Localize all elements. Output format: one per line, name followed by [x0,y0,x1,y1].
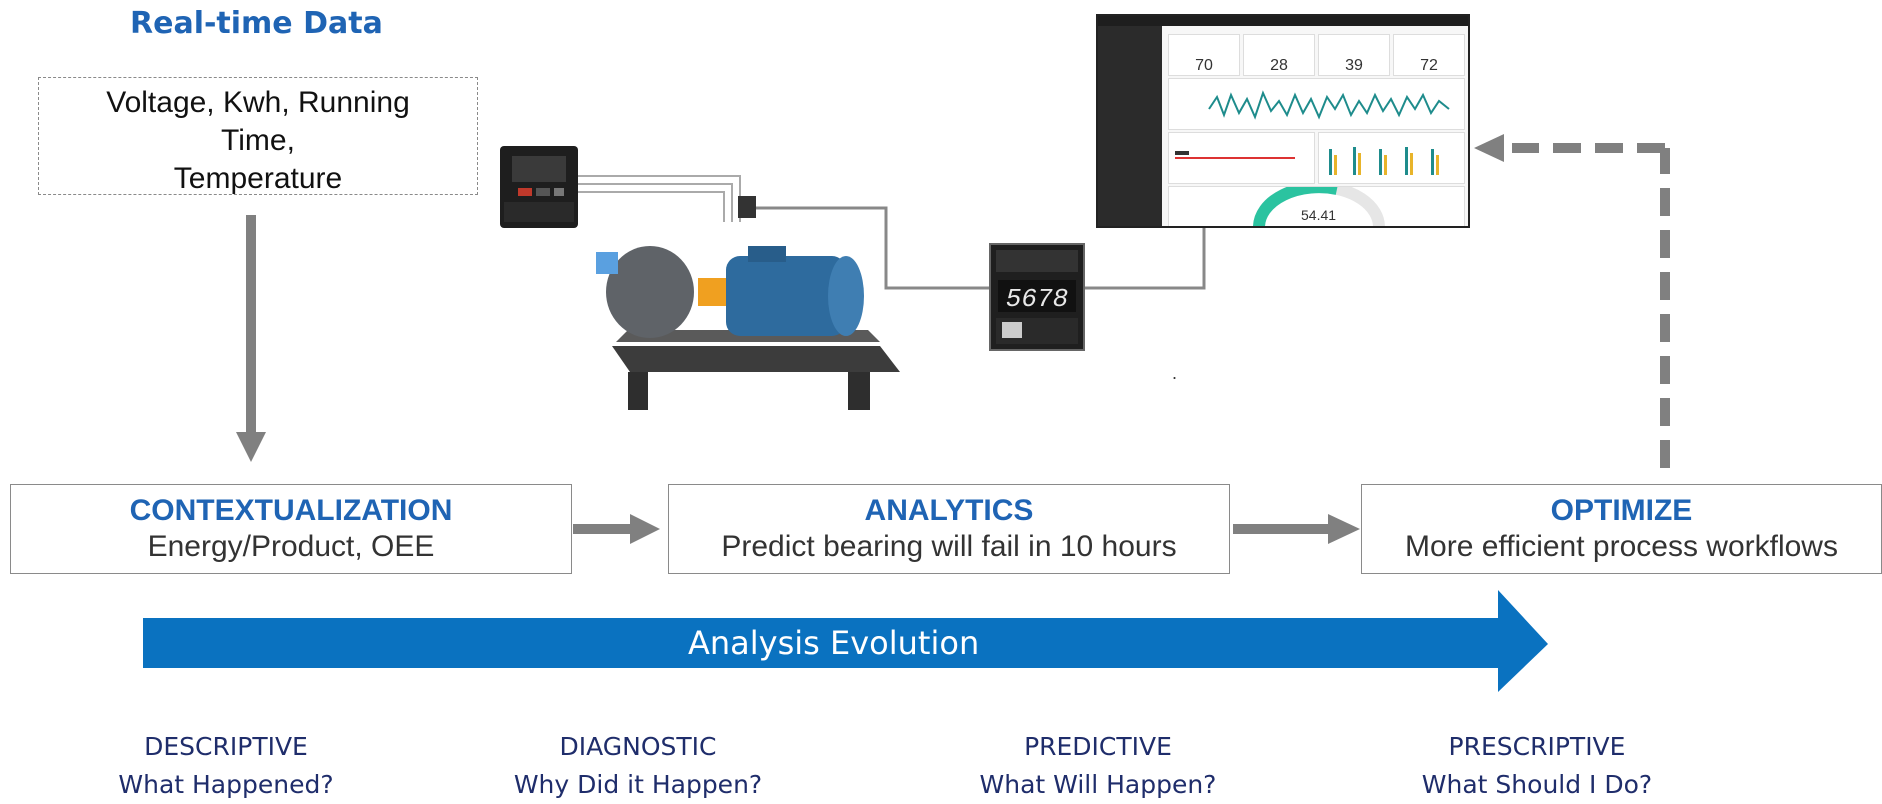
bar-tile [1168,132,1315,184]
hbar-visual [1175,151,1295,159]
realtime-line: Time, [221,124,295,157]
line-chart-visual [1208,90,1450,120]
stray-dot: . [1172,363,1178,383]
optimize-box: OPTIMIZE More efficient process workflow… [1361,484,1882,574]
realtime-data-box: Voltage, Kwh, Running Time, Temperature [38,77,478,195]
box-title: ANALYTICS [864,494,1034,527]
stage-question: What Happened? [118,770,334,799]
stage-name: DESCRIPTIVE [144,732,308,761]
dashboard-screenshot: 70 28 39 72 54.41 [1096,14,1470,228]
dashboard-line [1084,224,1206,290]
stage-question: What Will Happen? [979,770,1217,799]
stage-diagnostic: DIAGNOSTIC Why Did it Happen? [458,728,818,804]
realtime-title: Real-time Data [130,6,383,41]
stage-question: Why Did it Happen? [513,770,763,799]
arrow-head-2 [1328,514,1360,544]
box-subtitle: More efficient process workflows [1405,530,1838,563]
gauge-tile: 54.41 [1168,181,1465,226]
realtime-line: Temperature [173,162,343,195]
box-subtitle: Energy/Product, OEE [147,530,435,563]
box-subtitle: Predict bearing will fail in 10 hours [721,530,1177,563]
stage-name: PRESCRIPTIVE [1448,732,1626,761]
arrow-shaft-1 [573,524,633,534]
box-title: OPTIMIZE [1550,494,1693,527]
kpi-value: 39 [1345,57,1363,74]
controller-device-image [989,243,1085,351]
wire-1 [578,175,741,222]
junction-box-image [738,196,756,218]
down-arrow-head [236,432,266,462]
box-title: CONTEXTUALIZATION [129,494,453,527]
line-chart-tile [1168,78,1465,130]
stage-name: DIAGNOSTIC [559,732,717,761]
wire-2 [578,183,733,222]
kpi-tile: 39 [1318,34,1390,76]
column-tile [1318,132,1465,184]
pump-motor-image [596,246,900,410]
wire-3 [578,191,725,222]
dashboard-topbar [1098,16,1468,26]
dashboard-sidebar [1098,26,1162,226]
feedback-arrow-head [1474,134,1504,162]
gauge-value: 54.41 [1301,207,1337,223]
kpi-value: 28 [1270,57,1288,74]
contextualization-box: CONTEXTUALIZATION Energy/Product, OEE [10,484,572,574]
column-visual [1329,147,1439,175]
analysis-evolution-arrow [143,590,1548,692]
kpi-tile: 72 [1393,34,1465,76]
stage-predictive: PREDICTIVE What Will Happen? [918,728,1278,804]
band-label: Analysis Evolution [688,624,980,662]
kpi-value: 72 [1420,57,1438,74]
realtime-line: Voltage, Kwh, Running [106,86,410,119]
gauge-visual [1253,181,1385,226]
kpi-tile: 28 [1243,34,1315,76]
signal-line [752,206,990,290]
controller-display-text: 5678 [1006,284,1068,314]
arrow-shaft-2 [1233,524,1331,534]
stage-descriptive: DESCRIPTIVE What Happened? [46,728,406,804]
stage-question: What Should I Do? [1421,770,1653,799]
band-shape [143,590,1548,692]
kpi-value: 70 [1195,57,1213,74]
arrow-head-1 [630,514,660,544]
kpi-tile: 70 [1168,34,1240,76]
stage-name: PREDICTIVE [1024,732,1172,761]
analytics-box: ANALYTICS Predict bearing will fail in 1… [668,484,1230,574]
down-arrow-shaft [246,215,256,435]
stage-prescriptive: PRESCRIPTIVE What Should I Do? [1357,728,1717,804]
vfd-drive-image [500,146,578,228]
